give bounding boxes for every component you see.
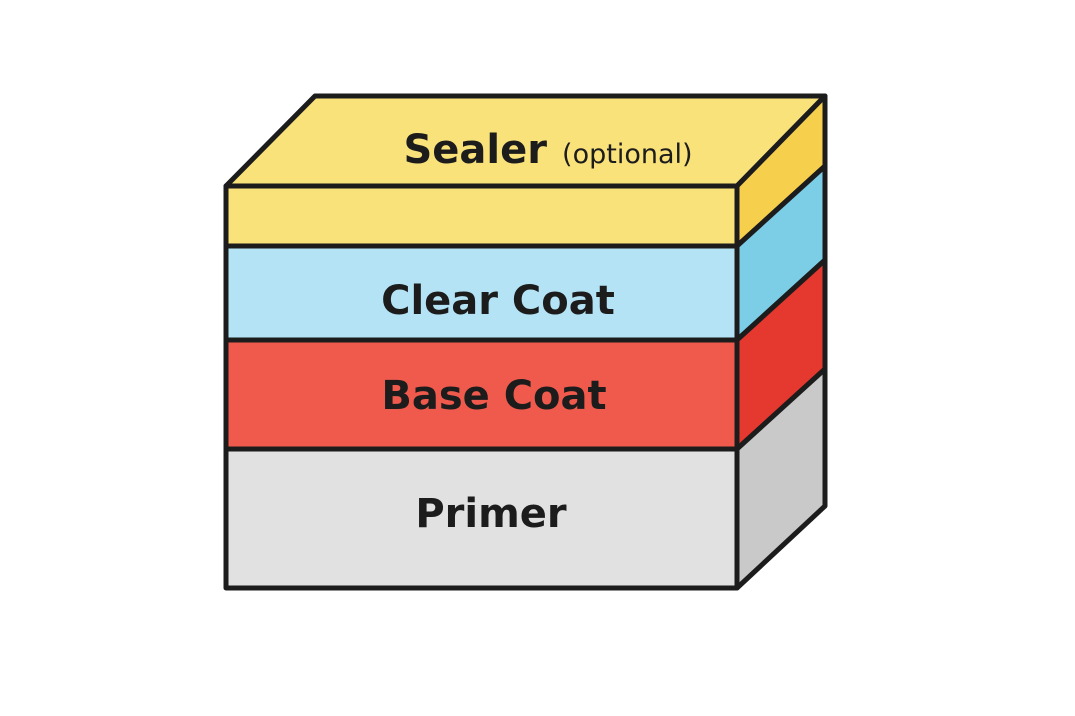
sealer-label-group: Sealer (optional) — [403, 127, 692, 173]
layer-sealer: Sealer (optional) — [223, 93, 828, 249]
base-coat-label: Base Coat — [381, 373, 606, 419]
primer-front-face — [223, 446, 740, 591]
sealer-front-face — [223, 183, 740, 249]
sealer-label: Sealer — [403, 127, 547, 173]
primer-label: Primer — [415, 491, 567, 537]
layer-clear-coat: Clear Coat — [223, 163, 828, 343]
clear-coat-label: Clear Coat — [381, 278, 615, 324]
sealer-note: (optional) — [562, 139, 693, 170]
layer-primer: Primer — [223, 366, 828, 591]
clear-coat-front-face — [223, 243, 740, 343]
